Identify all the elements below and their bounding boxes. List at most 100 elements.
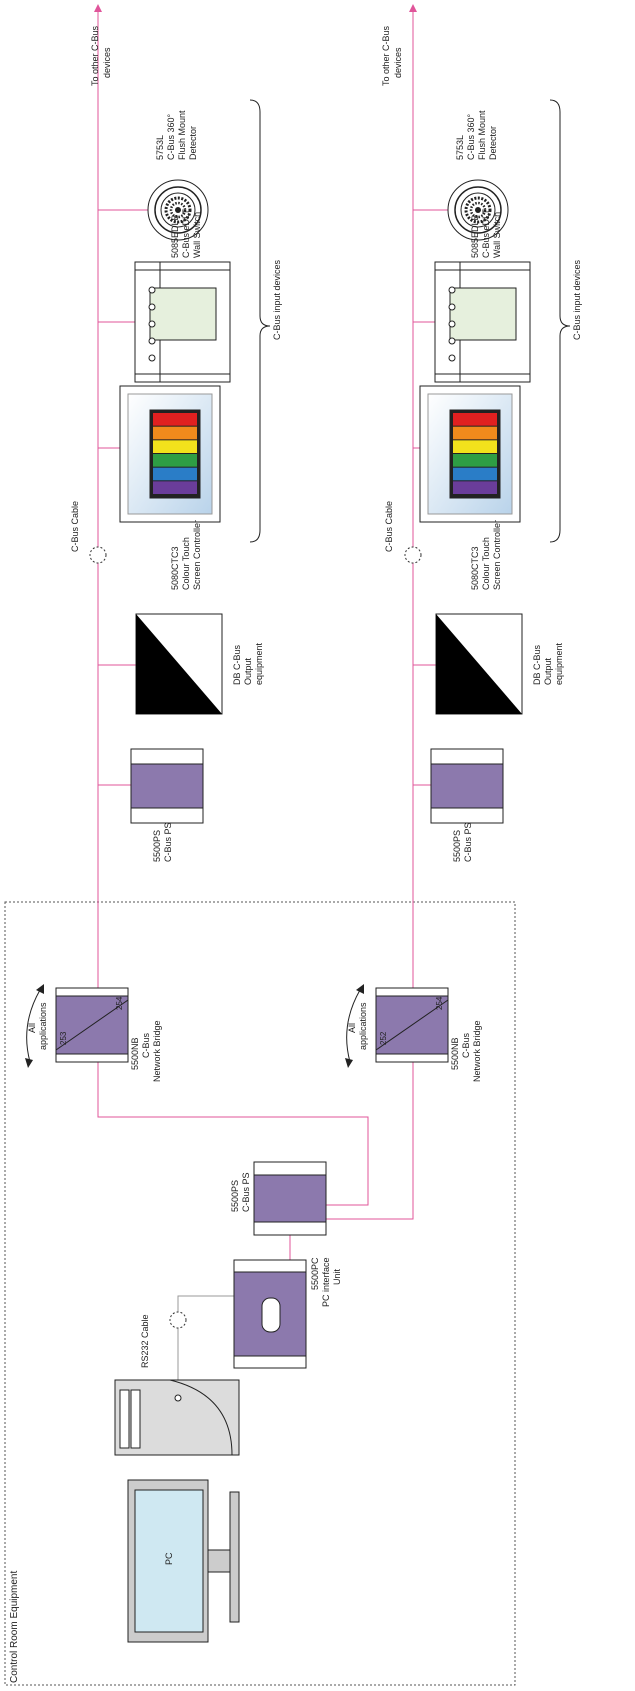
arrow-up-2 xyxy=(409,4,417,12)
svg-text:PC interface: PC interface xyxy=(321,1257,331,1307)
local-bus-bridge-1 xyxy=(97,1062,369,1206)
touch-screen-controller-2 xyxy=(419,385,521,523)
screen-stripe xyxy=(453,426,497,440)
svg-text:5080CTC3: 5080CTC3 xyxy=(470,546,480,590)
other-devices-label-1: To other C-Bus devices xyxy=(90,25,112,86)
bridge-label-2: 5500NB C-Bus Network Bridge xyxy=(450,1020,482,1082)
svg-text:5753L: 5753L xyxy=(455,135,465,160)
screen-stripe xyxy=(153,440,197,453)
svg-text:Flush Mount: Flush Mount xyxy=(477,110,487,160)
all-apps-label-2: All applications xyxy=(347,1002,368,1050)
pc-interface-unit xyxy=(233,1259,307,1369)
pc-tower xyxy=(114,1379,240,1456)
wall-switch-1 xyxy=(134,261,231,383)
screen-stripe xyxy=(453,454,497,467)
svg-text:DB C-Bus: DB C-Bus xyxy=(532,644,542,685)
svg-text:DB C-Bus: DB C-Bus xyxy=(232,644,242,685)
svg-text:applications: applications xyxy=(358,1002,368,1050)
pc-interface-label: 5500PC PC interface Unit xyxy=(310,1257,342,1307)
screen-stripe xyxy=(453,481,497,494)
network-2: To other C-Bus devices 5753L C-Bus 360° … xyxy=(345,25,582,1082)
all-apps-arc-2 xyxy=(346,989,361,1063)
svg-text:C-Bus PS: C-Bus PS xyxy=(463,822,473,862)
ps-label-1: 5500PS C-Bus PS xyxy=(152,822,173,862)
svg-text:C-Bus: C-Bus xyxy=(141,1032,151,1058)
other-devices-label-2: To other C-Bus devices xyxy=(381,25,403,86)
svg-text:C-Bus PS: C-Bus PS xyxy=(241,1172,251,1212)
svg-text:To other C-Bus: To other C-Bus xyxy=(381,25,391,86)
svg-text:5085EDLB: 5085EDLB xyxy=(170,214,180,258)
svg-text:5500PS: 5500PS xyxy=(230,1180,240,1212)
svg-text:Detector: Detector xyxy=(188,126,198,160)
svg-text:5080CTC3: 5080CTC3 xyxy=(170,546,180,590)
screen-stripe xyxy=(153,454,197,467)
db-output-equipment-2 xyxy=(435,613,523,715)
svg-text:5753L: 5753L xyxy=(155,135,165,160)
ctc-label-2: 5080CTC3 Colour Touch Screen Controller xyxy=(470,520,502,590)
serial-port-icon xyxy=(261,1297,281,1333)
svg-text:Wall Switch: Wall Switch xyxy=(492,212,502,258)
network-bridge-1 xyxy=(55,987,129,1063)
svg-text:All: All xyxy=(347,1023,357,1033)
screen-stripes-1 xyxy=(153,413,197,494)
rs232-cable-marker xyxy=(169,1311,187,1329)
screen-stripe xyxy=(453,440,497,453)
screen-stripe xyxy=(153,426,197,440)
svg-text:C-Bus 360°: C-Bus 360° xyxy=(166,113,176,160)
network-1: To other C-Bus devices 5753L C-Bus 360° … xyxy=(25,25,282,1082)
svg-text:5500PS: 5500PS xyxy=(152,830,162,862)
svg-text:C-Bus eDLT: C-Bus eDLT xyxy=(181,209,191,258)
cbus-cable-label-2: C-Bus Cable xyxy=(384,501,394,552)
switch-label-1: 5085EDLB C-Bus eDLT Wall Switch xyxy=(170,209,202,258)
svg-text:C-Bus PS: C-Bus PS xyxy=(163,822,173,862)
wall-switch-2 xyxy=(434,261,531,383)
rs232-cable-label: RS232 Cable xyxy=(140,1314,150,1368)
bridge-address-right-1: 254 xyxy=(115,996,124,1010)
db-output-equipment-1 xyxy=(135,613,223,715)
screen-stripe xyxy=(453,413,497,426)
svg-text:All: All xyxy=(27,1023,37,1033)
svg-text:Flush Mount: Flush Mount xyxy=(177,110,187,160)
local-bus-bridge-2 xyxy=(326,1062,414,1220)
bridge-address-left-2: 252 xyxy=(379,1031,388,1045)
control-room-border xyxy=(4,901,516,1686)
control-room-title: Control Room Equipment xyxy=(9,1571,20,1683)
svg-text:To other C-Bus: To other C-Bus xyxy=(90,25,100,86)
cable-marker-1 xyxy=(89,546,107,564)
screen-stripe xyxy=(153,413,197,426)
ps-label-2: 5500PS C-Bus PS xyxy=(452,822,473,862)
svg-text:Network Bridge: Network Bridge xyxy=(472,1020,482,1082)
input-devices-brace-1 xyxy=(249,99,271,543)
svg-text:Output: Output xyxy=(243,657,253,685)
power-supply-1 xyxy=(130,748,204,824)
svg-text:devices: devices xyxy=(393,47,403,78)
bridge-address-right-2: 254 xyxy=(435,996,444,1010)
bridge-address-left-1: 253 xyxy=(59,1031,68,1045)
screen-stripes-2 xyxy=(453,413,497,494)
network-bridge-2 xyxy=(375,987,449,1063)
detector-label-2: 5753L C-Bus 360° Flush Mount Detector xyxy=(455,110,498,160)
svg-text:Output: Output xyxy=(543,657,553,685)
svg-text:equipment: equipment xyxy=(554,642,564,685)
svg-text:Detector: Detector xyxy=(488,126,498,160)
svg-text:Screen Controller: Screen Controller xyxy=(492,520,502,590)
control-room-area: Control Room Equipment xyxy=(4,901,516,1686)
cbus-cable-label-1: C-Bus Cable xyxy=(70,501,80,552)
cable-marker-2 xyxy=(404,546,422,564)
svg-text:applications: applications xyxy=(38,1002,48,1050)
svg-text:devices: devices xyxy=(102,47,112,78)
svg-text:5085EDLB: 5085EDLB xyxy=(470,214,480,258)
pc-equipment: 5500PS C-Bus PS 5500PC PC interface Unit… xyxy=(114,1161,342,1643)
switch-label-2: 5085EDLB C-Bus eDLT Wall Switch xyxy=(470,209,502,258)
svg-text:5500NB: 5500NB xyxy=(130,1037,140,1070)
svg-text:C-Bus 360°: C-Bus 360° xyxy=(466,113,476,160)
screen-stripe xyxy=(153,481,197,494)
central-power-supply xyxy=(253,1161,327,1236)
detector-label-1: 5753L C-Bus 360° Flush Mount Detector xyxy=(155,110,198,160)
svg-text:Network Bridge: Network Bridge xyxy=(152,1020,162,1082)
input-devices-label-1: C-Bus input devices xyxy=(272,259,282,340)
svg-text:Colour Touch: Colour Touch xyxy=(181,537,191,590)
svg-text:Wall Switch: Wall Switch xyxy=(192,212,202,258)
all-apps-label-1: All applications xyxy=(27,1002,48,1050)
